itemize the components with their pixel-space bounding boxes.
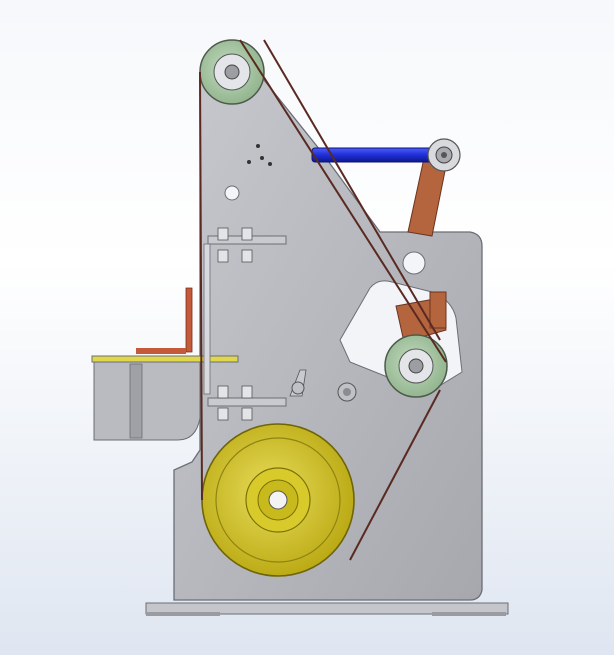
base-plate (145, 602, 509, 616)
tension-rod (311, 147, 433, 163)
adjust-knob (289, 369, 357, 402)
tension-arm (395, 157, 447, 343)
platen-brackets (203, 227, 287, 421)
work-table (91, 287, 239, 441)
drive-wheel (201, 423, 355, 577)
upper-tension-wheel (427, 138, 461, 172)
abrasive-belt (199, 39, 447, 561)
frame-holes (224, 144, 426, 275)
top-idler-wheel (199, 39, 265, 105)
tracking-idler-wheel (384, 334, 448, 398)
